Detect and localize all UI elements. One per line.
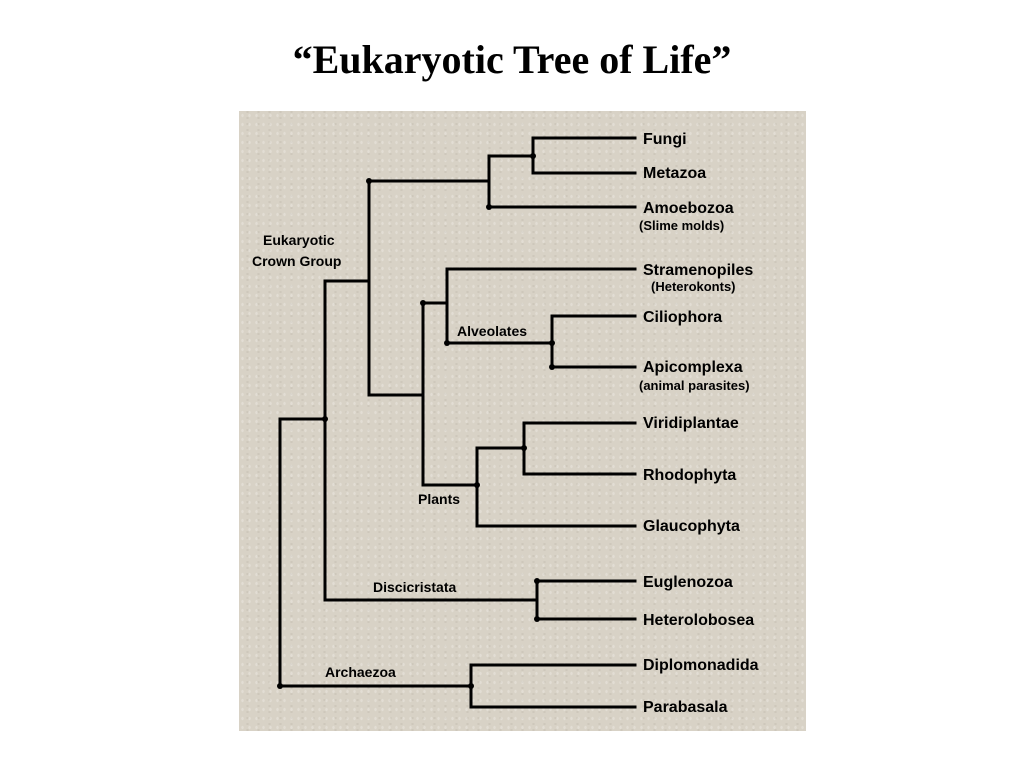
slide-title: “Eukaryotic Tree of Life” xyxy=(292,37,732,82)
node-chromalveolate-plant xyxy=(420,300,426,306)
taxon-stramenopiles: Stramenopiles xyxy=(643,262,753,279)
node-green-red xyxy=(521,445,527,451)
group-plants: Plants xyxy=(418,491,460,507)
taxon-heterolobosea: Heterolobosea xyxy=(643,612,754,629)
group-crown-line2: Crown Group xyxy=(252,253,341,269)
node-alveolates xyxy=(549,340,555,346)
group-crown-line1: Eukaryotic xyxy=(263,232,335,248)
tree-nodes xyxy=(277,153,555,689)
taxon-labels: Fungi Metazoa Amoebozoa (Slime molds) St… xyxy=(639,131,759,716)
taxon-parabasala: Parabasala xyxy=(643,699,728,716)
taxon-rhodophyta: Rhodophyta xyxy=(643,467,736,484)
taxon-amoebozoa: Amoebozoa xyxy=(643,200,734,217)
taxon-amoebozoa-note: (Slime molds) xyxy=(639,218,724,233)
node-discicristata-upper xyxy=(534,578,540,584)
tree-branches xyxy=(278,136,637,709)
node-fungi-metazoa xyxy=(530,153,536,159)
node-plants xyxy=(474,482,480,488)
taxon-fungi: Fungi xyxy=(643,131,687,148)
taxon-stramenopiles-note: (Heterokonts) xyxy=(651,279,736,294)
taxon-glaucophyta: Glaucophyta xyxy=(643,518,740,535)
node-root xyxy=(277,683,283,689)
node-discicristata-lower xyxy=(534,616,540,622)
taxon-metazoa: Metazoa xyxy=(643,165,706,182)
node-fm-amoebozoa xyxy=(486,204,492,210)
taxon-diplomonadida: Diplomonadida xyxy=(643,657,759,674)
taxon-euglenozoa: Euglenozoa xyxy=(643,574,733,591)
group-archaezoa: Archaezoa xyxy=(325,664,396,680)
node-crown xyxy=(366,178,372,184)
group-labels: Eukaryotic Crown Group Alveolates Plants… xyxy=(252,232,527,680)
taxon-apicomplexa: Apicomplexa xyxy=(643,359,743,376)
phylogenetic-tree-panel: Fungi Metazoa Amoebozoa (Slime molds) St… xyxy=(239,111,806,731)
taxon-ciliophora: Ciliophora xyxy=(643,309,722,326)
node-alveolates-lower xyxy=(549,364,555,370)
group-discicristata: Discicristata xyxy=(373,579,456,595)
taxon-viridiplantae: Viridiplantae xyxy=(643,415,739,432)
taxon-apicomplexa-note: (animal parasites) xyxy=(639,378,750,393)
phylogenetic-tree: Fungi Metazoa Amoebozoa (Slime molds) St… xyxy=(252,131,759,716)
node-archaezoa xyxy=(468,683,474,689)
node-upper xyxy=(322,416,328,422)
node-stramenopile-alveolate xyxy=(444,340,450,346)
group-alveolates: Alveolates xyxy=(457,323,527,339)
